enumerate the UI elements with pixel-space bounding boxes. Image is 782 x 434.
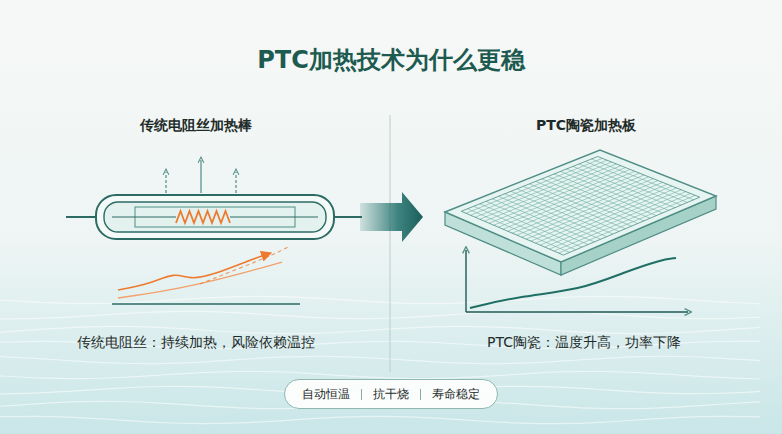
- divider-line: [390, 115, 391, 372]
- separator: [361, 389, 362, 400]
- panel-heading: 传统电阻丝加热棒: [140, 117, 252, 134]
- title: PTC加热技术为什么更稳: [257, 46, 525, 75]
- transition-arrow: [360, 192, 423, 242]
- power-temperature-chart: [466, 250, 688, 312]
- separator: [420, 389, 421, 400]
- heat-arrows: [166, 160, 236, 193]
- water-ripples: [0, 296, 760, 423]
- rising-temperature-curves: [112, 246, 300, 304]
- panel-caption: 传统电阻丝：持续加热，风险依赖温控: [77, 334, 315, 351]
- panel-caption: PTC陶瓷：温度升高，功率下降: [487, 334, 681, 351]
- panel-heading: PTC陶瓷加热板: [536, 117, 636, 134]
- feature-text: 寿命稳定: [432, 386, 480, 403]
- feature-text: 自动恒温: [302, 386, 350, 403]
- heating-rod: [66, 195, 362, 239]
- feature-text: 抗干烧: [373, 386, 409, 403]
- ptc-ceramic-plate: [445, 150, 716, 275]
- feature-pill: 自动恒温 抗干烧 寿命稳定: [284, 379, 498, 409]
